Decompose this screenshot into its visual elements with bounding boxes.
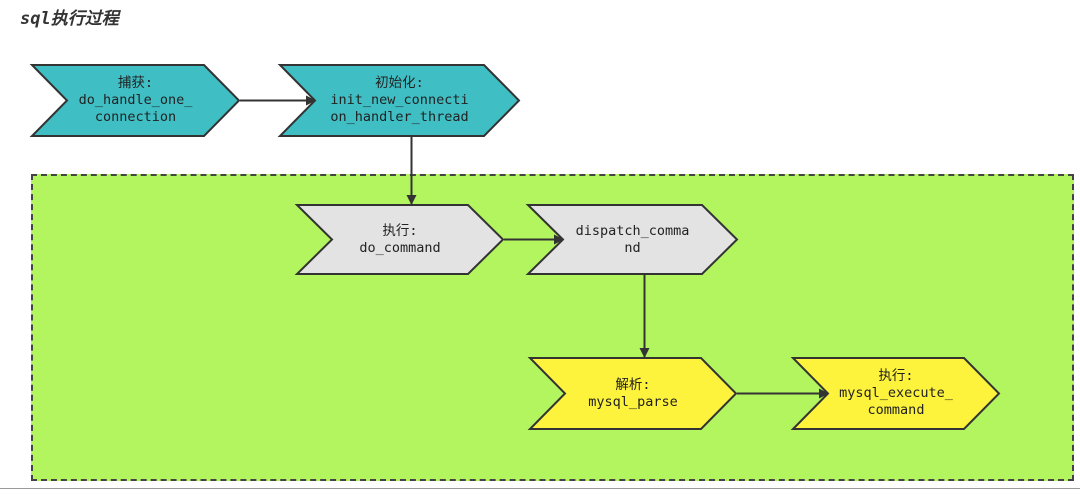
mysql-execute-func-line-2: command — [867, 402, 925, 418]
init-node: 初始化: init_new_connecti on_handler_thread — [277, 64, 521, 137]
bottom-divider — [0, 488, 1080, 489]
mysql-execute-func-line-1: mysql_execute_ — [839, 385, 953, 401]
parse-chevron — [527, 357, 738, 430]
init-chevron — [277, 64, 521, 137]
capture-chevron — [29, 64, 241, 137]
parse-func: mysql_parse — [588, 393, 678, 410]
execute-node: 执行: do_command — [294, 204, 505, 275]
capture-node: 捕获: do_handle_one_ connection — [29, 64, 241, 137]
execute-label: 执行: — [382, 222, 418, 239]
capture-label: 捕获: — [117, 75, 154, 91]
execute-chevron — [294, 204, 505, 275]
parse-node: 解析: mysql_parse — [527, 357, 738, 430]
mysql-execute-label: 执行: — [878, 368, 914, 384]
mysql-execute-chevron — [790, 357, 1001, 430]
mysql-execute-node: 执行: mysql_execute_ command — [790, 357, 1001, 430]
dispatch-chevron — [525, 204, 739, 275]
page-title: sql执行过程 — [20, 9, 119, 29]
dispatch-func-line-1: dispatch_comma — [575, 222, 690, 239]
parse-label: 解析: — [615, 376, 651, 393]
capture-func-line-1: do_handle_one_ — [78, 92, 193, 108]
capture-func-line-2: connection — [94, 109, 177, 125]
init-func-line-2: on_handler_thread — [330, 109, 469, 125]
dispatch-node: dispatch_comma nd — [525, 204, 739, 275]
execute-func: do_command — [359, 239, 441, 256]
dispatch-func-line-2: nd — [624, 239, 641, 256]
init-label: 初始化: — [375, 75, 424, 91]
init-func-line-1: init_new_connecti — [330, 92, 469, 108]
